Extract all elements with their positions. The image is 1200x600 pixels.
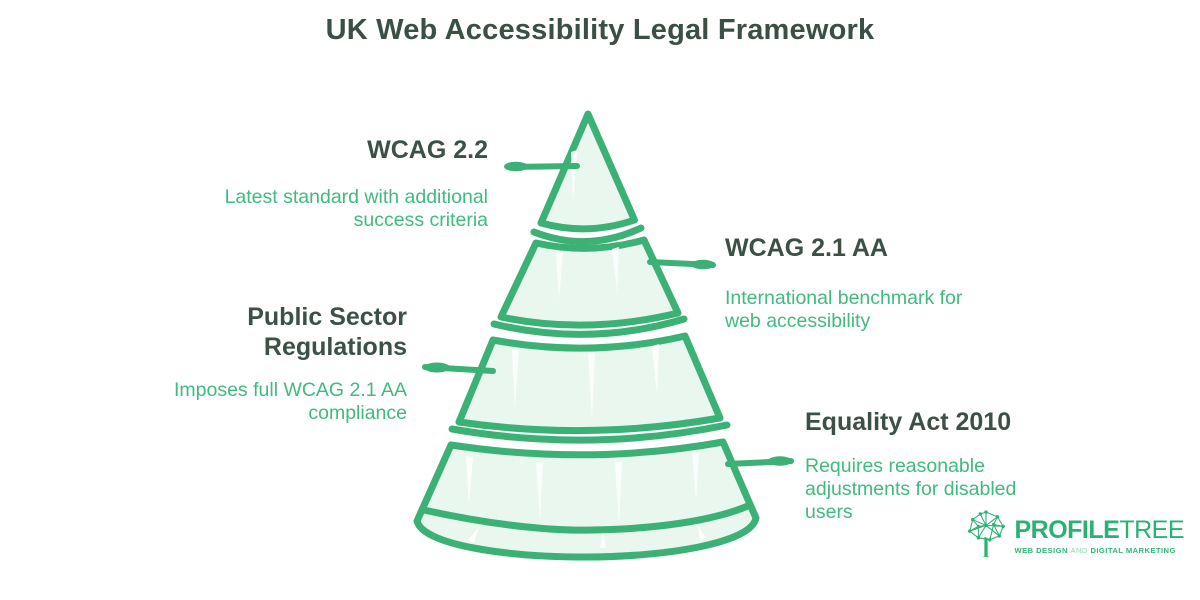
tagline-digital-marketing: DIGITAL MARKETING xyxy=(1090,546,1176,555)
label-wcag21-description: International benchmark for web accessib… xyxy=(725,286,963,332)
connector-wcag22 xyxy=(504,161,580,172)
label-wcag22-description: Latest standard with additional success … xyxy=(224,185,488,231)
profiletree-logo-text: PROFILETREE WEB DESIGN AND DIGITAL MARKE… xyxy=(1014,518,1184,556)
connector-lines xyxy=(422,161,794,467)
cone xyxy=(413,110,760,561)
profiletree-wordmark: PROFILETREE xyxy=(1014,518,1184,543)
tagline-and: AND xyxy=(1070,546,1088,555)
label-equality-heading: Equality Act 2010 xyxy=(805,408,1012,436)
label-psr-description: Imposes full WCAG 2.1 AA compliance xyxy=(173,379,407,425)
cone-rim-4 xyxy=(420,502,752,534)
label-wcag22-heading: WCAG 2.2 xyxy=(367,136,488,164)
cone-tier-2 xyxy=(497,236,682,329)
label-wcag21-heading: WCAG 2.1 AA xyxy=(725,234,888,262)
label-psr-heading: Public Sector Regulations xyxy=(247,303,407,361)
label-public-sector-regulations: Public Sector Regulations Imposes full W… xyxy=(145,303,407,426)
profiletree-tagline: WEB DESIGN AND DIGITAL MARKETING xyxy=(1014,546,1184,555)
label-equality-act: Equality Act 2010 Requires reasonable ad… xyxy=(805,408,1043,525)
cone-band-2 xyxy=(490,315,688,338)
connector-equality xyxy=(725,456,794,467)
page-title: UK Web Accessibility Legal Framework xyxy=(325,14,875,46)
cone-band-3 xyxy=(448,421,731,444)
logo-word-profile: PROFILE xyxy=(1014,516,1120,544)
label-equality-description: Requires reasonable adjustments for disa… xyxy=(805,454,1017,524)
profiletree-tree-icon xyxy=(965,509,1007,564)
connector-psr xyxy=(422,362,496,374)
logo-word-tree: TREE xyxy=(1119,516,1184,544)
label-wcag21: WCAG 2.1 AA International benchmark for … xyxy=(725,234,1003,333)
cone-band-1 xyxy=(530,224,645,246)
label-wcag22: WCAG 2.2 Latest standard with additional… xyxy=(188,136,488,232)
highlight-streaks xyxy=(466,150,706,548)
cone-tier-1 xyxy=(537,110,638,233)
connector-wcag21 xyxy=(647,259,716,270)
tagline-web-design: WEB DESIGN xyxy=(1014,546,1068,555)
profiletree-logo: PROFILETREE WEB DESIGN AND DIGITAL MARKE… xyxy=(965,509,1184,564)
cone-tier-3 xyxy=(455,332,724,435)
